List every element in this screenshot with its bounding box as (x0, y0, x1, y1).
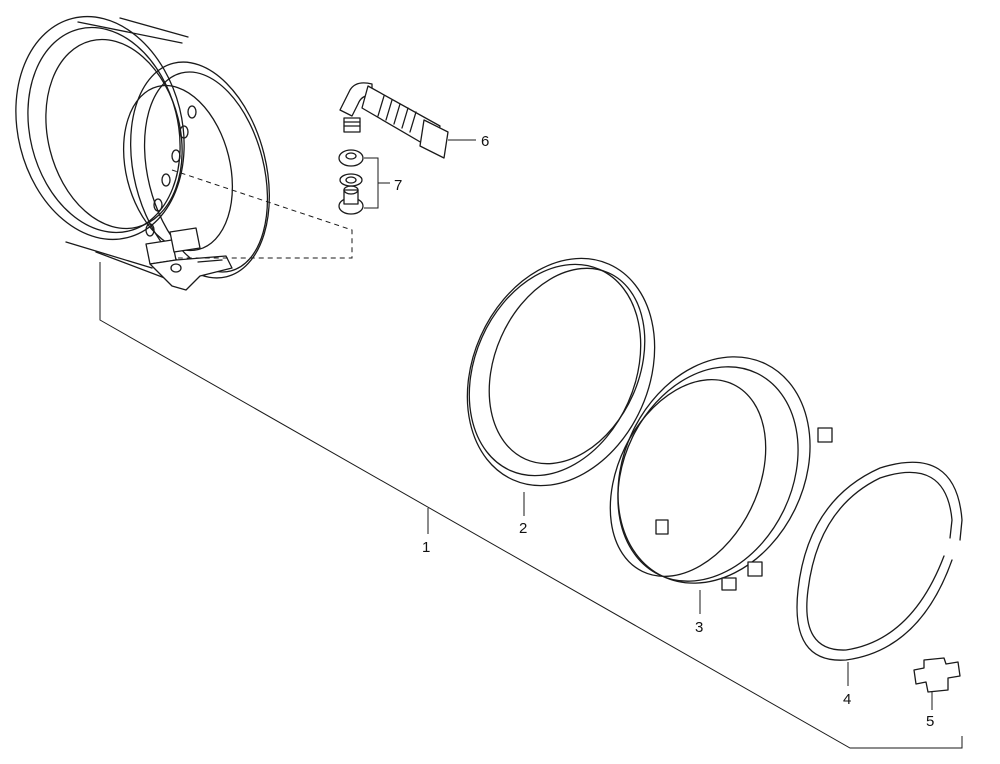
callout-3: 3 (695, 619, 703, 636)
callout-1: 1 (422, 539, 430, 556)
callout-6: 6 (481, 133, 489, 150)
callout-2: 2 (519, 520, 527, 537)
side-ring-part-2 (466, 257, 656, 487)
valve-stem-part-6 (339, 82, 449, 159)
callout-7: 7 (394, 177, 402, 194)
split-ring-part-4 (796, 461, 963, 661)
wheel-rim-part-1 (15, 15, 270, 291)
nut-washer-part-7 (338, 149, 364, 215)
callout-5: 5 (926, 713, 934, 730)
alignment-dashed-line (171, 169, 353, 259)
assembly-leader-1 (99, 262, 963, 749)
bracket-leader-7 (364, 157, 390, 209)
driver-key-part-5 (913, 657, 961, 693)
lock-ring-part-3 (609, 356, 833, 591)
callout-4: 4 (843, 691, 851, 708)
